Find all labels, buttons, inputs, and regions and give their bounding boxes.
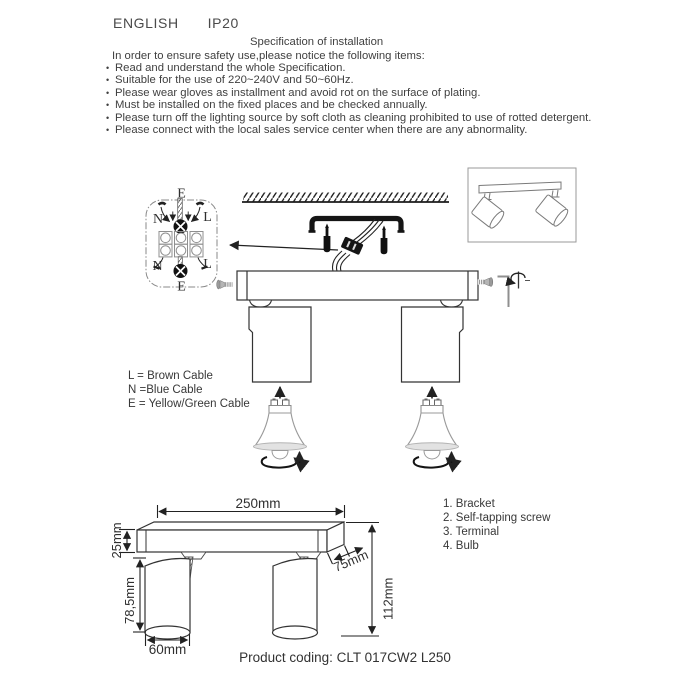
safety-item: • Must be installed on the fixed places a… [106, 99, 591, 111]
safety-item-text: Suitable for the use of 220~240V and 50~… [115, 74, 354, 87]
terminal-strip [158, 231, 204, 258]
bullet-icon: • [106, 87, 110, 98]
terminal-label-l-top: L [203, 210, 212, 225]
bullet-icon: • [106, 63, 110, 73]
earth-cable-top [177, 198, 183, 220]
cable-legend-l: L = Brown Cable [128, 370, 213, 382]
terminal-label-n-top: N [153, 212, 163, 227]
part-item: 3. Terminal [443, 526, 500, 539]
terminal-label-e-bottom: E [177, 280, 186, 295]
product-thumbnail [467, 167, 577, 243]
dim-total-height: 112mm [381, 578, 396, 620]
terminal-label-l-bottom: L [203, 257, 212, 272]
bullet-icon: • [106, 125, 110, 136]
mounting-bracket [308, 215, 405, 233]
terminal-label-n-bottom: N [152, 259, 162, 274]
language-label: ENGLISH [113, 15, 179, 31]
part-item: 2. Self-tapping screw [443, 512, 551, 525]
safety-item-text: Read and understand the whole Specificat… [115, 62, 346, 74]
dim-bar-height: 25mm [109, 522, 124, 558]
cable-legend-n: N =Blue Cable [128, 383, 203, 396]
part-item: 1. Bracket [443, 498, 495, 510]
spotlight-thumb-icon [535, 194, 569, 227]
self-tapping-screw-icon [380, 225, 388, 255]
product-coding: Product coding: CLT 017CW2 L250 [239, 650, 451, 665]
safety-item-text: Please turn off the lighting source by s… [115, 111, 592, 124]
terminal-connector-icon [341, 236, 364, 255]
cable-legend-e: E = Yellow/Green Cable [128, 397, 250, 410]
safety-item: • Please connect with the local sales ser… [106, 124, 591, 136]
safety-item: • Please turn off the lighting source by … [106, 112, 591, 124]
earth-cable-bottom [177, 256, 183, 265]
safety-item: • Suitable for the use of 220~240V and 50… [106, 74, 591, 86]
bullet-icon: • [106, 75, 110, 86]
bullet-icon: • [106, 112, 110, 123]
terminal-label-e-top: E [177, 187, 186, 202]
bullet-icon: • [106, 100, 110, 111]
spec-intro: In order to ensure safety use,please not… [112, 49, 425, 62]
pivot-joint [439, 299, 464, 308]
terminal-wiring-diagram: E N L N L E [145, 187, 218, 295]
rotate-arrow-icon [505, 271, 530, 289]
safety-item-text: Please wear gloves as installment and av… [115, 86, 481, 99]
spotlight-housing-right [400, 306, 464, 383]
dim-spot-diameter: 60mm [149, 642, 187, 657]
dimension-lines [119, 505, 379, 646]
safety-item: • Please wear gloves as installment and a… [106, 87, 591, 99]
part-item: 4. Bulb [443, 540, 479, 553]
spec-title: Specification of installation [250, 36, 384, 48]
screw-icon [216, 279, 233, 290]
safety-item-text: Please connect with the local sales serv… [115, 124, 528, 137]
page-header: ENGLISH IP20 [113, 15, 239, 31]
screw-icon [476, 277, 494, 287]
dimension-drawing: 250mm 25mm 78,5mm 60mm 75mm 112mm [109, 496, 396, 657]
gu10-bulb-icon [254, 399, 307, 468]
terminal-screw-icon [173, 264, 188, 278]
safety-item-text: Must be installed on the fixed places an… [115, 99, 428, 112]
gu10-bulb-icon [406, 399, 459, 468]
cable-legend: L = Brown Cable N =Blue Cable E = Yellow… [128, 370, 250, 411]
dim-depth: 75mm [331, 547, 370, 575]
terminal-screw-icon [173, 219, 188, 234]
dim-spot-height: 78,5mm [122, 577, 137, 624]
safety-list: • Read and understand the whole Specifica… [106, 62, 591, 137]
allen-key-icon [497, 275, 510, 307]
dim-width: 250mm [235, 496, 280, 511]
terminal-pointer-arrow [229, 240, 339, 251]
spotlight-cylinder [144, 557, 319, 640]
fixture-bar [236, 270, 479, 301]
spotlight-housing-left [248, 306, 312, 383]
pivot-joint [248, 299, 273, 308]
wire-arrows [153, 201, 208, 270]
spotlight-thumb-icon [471, 196, 505, 229]
self-tapping-screw-icon [323, 223, 331, 253]
ceiling-hatch [242, 192, 449, 203]
parts-list: 1. Bracket 2. Self-tapping screw 3. Term… [443, 497, 550, 553]
safety-item: • Read and understand the whole Specifica… [106, 62, 591, 74]
ip-rating: IP20 [207, 15, 239, 31]
